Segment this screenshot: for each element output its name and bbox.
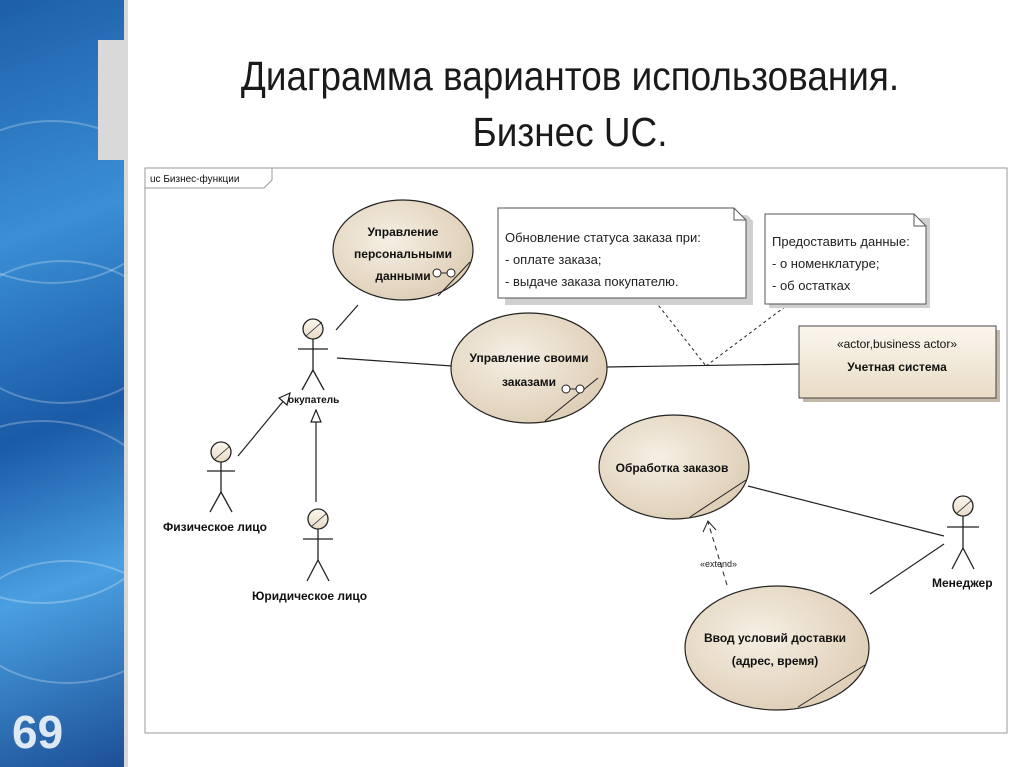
uc-delivery-line-1: Ввод условий доставки <box>704 631 846 645</box>
note-anchors <box>654 300 791 367</box>
note-anchor-status <box>654 300 707 367</box>
extend-dependency: «extend» <box>700 520 737 586</box>
frame-label: uc Бизнес-функции <box>150 173 239 185</box>
actor-manager: Менеджер <box>932 495 993 590</box>
title-accent-bar <box>98 40 128 160</box>
system-actor-stereotype: «actor,business actor» <box>837 337 957 351</box>
title-line-1: Диаграмма вариантов использования. <box>240 53 900 99</box>
generalization-arrow-legal <box>310 408 322 423</box>
uc-personal-data-line-1: Управление <box>368 225 439 239</box>
assoc-buyer-own-orders <box>336 357 453 367</box>
system-actor-box: «actor,business actor» Учетная система <box>798 325 1000 402</box>
use-case-order-processing: Обработка заказов <box>598 414 750 520</box>
use-case-delivery-conditions: Ввод условий доставки (адрес, время) <box>684 585 870 711</box>
actor-manager-label: Менеджер <box>932 576 993 590</box>
uc-personal-data-line-3: данными <box>375 269 430 283</box>
actor-buyer: окупатель <box>288 318 339 406</box>
note-provide-line-1: Предоставить данные: <box>772 234 910 249</box>
generalization-individual <box>237 392 291 457</box>
slide-number: 69 <box>12 706 64 758</box>
actor-manager-icon <box>947 495 979 570</box>
actor-legal-entity-icon <box>303 508 333 582</box>
assoc-processing-manager <box>747 485 945 537</box>
note-provide-data: Предоставить данные: - о номенклатуре; -… <box>764 213 930 308</box>
system-actor-name: Учетная система <box>847 360 947 374</box>
assoc-buyer-personal-data <box>335 304 359 331</box>
use-case-personal-data: Управление персональными данными <box>332 199 474 301</box>
note-status-line-3: - выдаче заказа покупателю. <box>505 274 679 289</box>
actor-buyer-icon <box>298 318 328 391</box>
actor-legal-entity: Юридическое лицо <box>252 508 367 603</box>
extend-line <box>707 521 728 586</box>
actor-buyer-label: окупатель <box>288 395 339 406</box>
uc-delivery-line-2: (адрес, время) <box>732 654 819 668</box>
actor-individual-label: Физическое лицо <box>163 520 267 534</box>
use-case-own-orders: Управление своими заказами <box>450 312 608 424</box>
extend-label: «extend» <box>700 559 737 569</box>
title-line-2: Бизнес UC. <box>472 109 668 155</box>
note-status-line-2: - оплате заказа; <box>505 252 601 267</box>
note-provide-line-2: - о номенклатуре; <box>772 256 879 271</box>
slide-title: Диаграмма вариантов использования. Бизне… <box>183 48 957 160</box>
associations <box>237 304 945 595</box>
generalization-arrow-individual <box>277 391 291 407</box>
sidebar-edge <box>124 0 128 767</box>
uc-personal-data-line-2: персональными <box>354 247 452 261</box>
note-status-line-1: Обновление статуса заказа при: <box>505 230 701 245</box>
actor-individual-icon <box>207 441 235 513</box>
assoc-delivery-manager <box>869 543 945 595</box>
frame-tab <box>144 167 273 189</box>
uc-own-orders-line-1: Управление своими <box>469 351 588 365</box>
assoc-orders-system <box>605 363 801 368</box>
uc-own-orders-line-2: заказами <box>502 375 556 389</box>
note-status-update: Обновление статуса заказа при: - оплате … <box>497 207 753 305</box>
extend-arrowhead <box>702 520 717 533</box>
note-provide-line-3: - об остатках <box>772 278 851 293</box>
actor-individual: Физическое лицо <box>163 441 267 534</box>
uc-order-processing-line-1: Обработка заказов <box>616 461 729 475</box>
actor-legal-entity-label: Юридическое лицо <box>252 589 367 603</box>
